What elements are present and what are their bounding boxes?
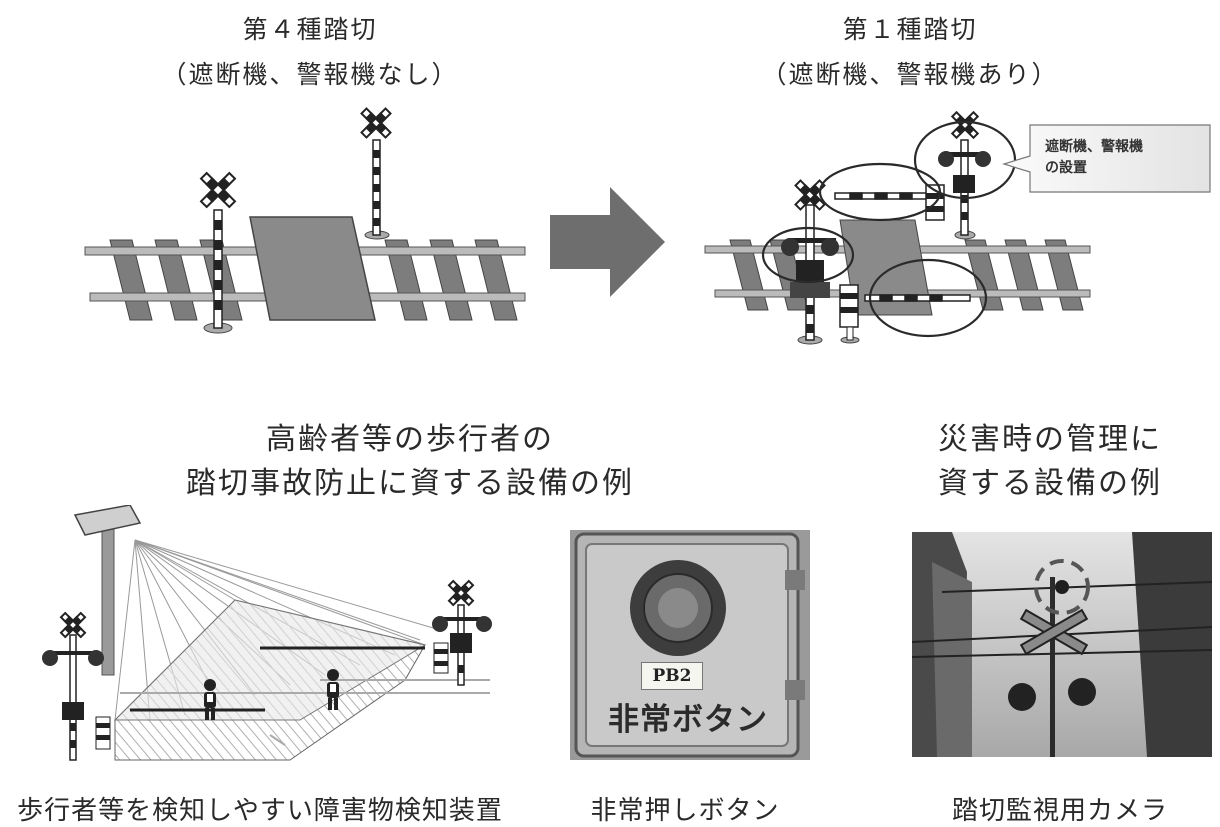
crossing-sign-icon	[781, 179, 860, 345]
warning-light-icon	[781, 238, 799, 256]
warning-light-icon	[1068, 678, 1096, 706]
warning-light-icon	[975, 151, 991, 167]
crossing-sign-icon	[360, 107, 392, 240]
callout-line2: の設置	[1045, 160, 1087, 176]
crossing-sign-icon	[42, 611, 111, 761]
right-arrow-icon	[550, 187, 665, 297]
class4-crossing-diagram	[84, 107, 526, 334]
warning-light-icon	[42, 650, 58, 666]
class1-subtitle: （遮断機、警報機あり）	[761, 60, 1059, 89]
warning-light-icon	[88, 650, 104, 666]
warning-light-icon	[1008, 683, 1036, 711]
callout-box	[1001, 124, 1211, 193]
button-plate: PB2	[641, 662, 703, 690]
emergency-button-photo	[570, 530, 810, 760]
warning-light-icon	[432, 616, 448, 632]
pedestrian-icon	[327, 669, 339, 710]
crossing-sign-icon	[432, 579, 492, 686]
emergency-button-caption: 非常押しボタン	[590, 796, 780, 826]
camera-icon	[1055, 580, 1069, 594]
monitoring-camera-photo	[912, 532, 1212, 757]
class4-title: 第４種踏切	[242, 15, 378, 44]
warning-light-icon	[476, 616, 492, 632]
class4-subtitle: （遮断機、警報機なし）	[161, 60, 459, 89]
button-text: 非常ボタン	[608, 702, 768, 738]
class1-title: 第１種踏切	[842, 15, 978, 44]
class1-crossing-diagram	[704, 110, 1091, 345]
sensor-head	[73, 505, 142, 536]
obstacle-detector-caption: 歩行者等を検知しやすい障害物検知装置	[17, 796, 503, 826]
crossing-sign-icon	[199, 171, 237, 334]
pedestrian-heading-line2: 踏切事故防止に資する設備の例	[186, 466, 634, 501]
callout-line1: 遮断機、警報機	[1045, 139, 1143, 155]
disaster-heading-line1: 災害時の管理に	[938, 422, 1162, 457]
disaster-heading-line2: 資する設備の例	[938, 466, 1162, 501]
obstacle-detector-illustration	[42, 505, 492, 761]
crossing-sign-icon	[925, 110, 991, 240]
warning-light-icon	[821, 238, 839, 256]
pedestrian-icon	[204, 679, 216, 720]
pedestrian-heading-line1: 高齢者等の歩行者の	[266, 422, 554, 457]
warning-light-icon	[938, 151, 954, 167]
crossing-surface	[249, 216, 376, 321]
monitoring-camera-caption: 踏切監視用カメラ	[951, 796, 1168, 826]
